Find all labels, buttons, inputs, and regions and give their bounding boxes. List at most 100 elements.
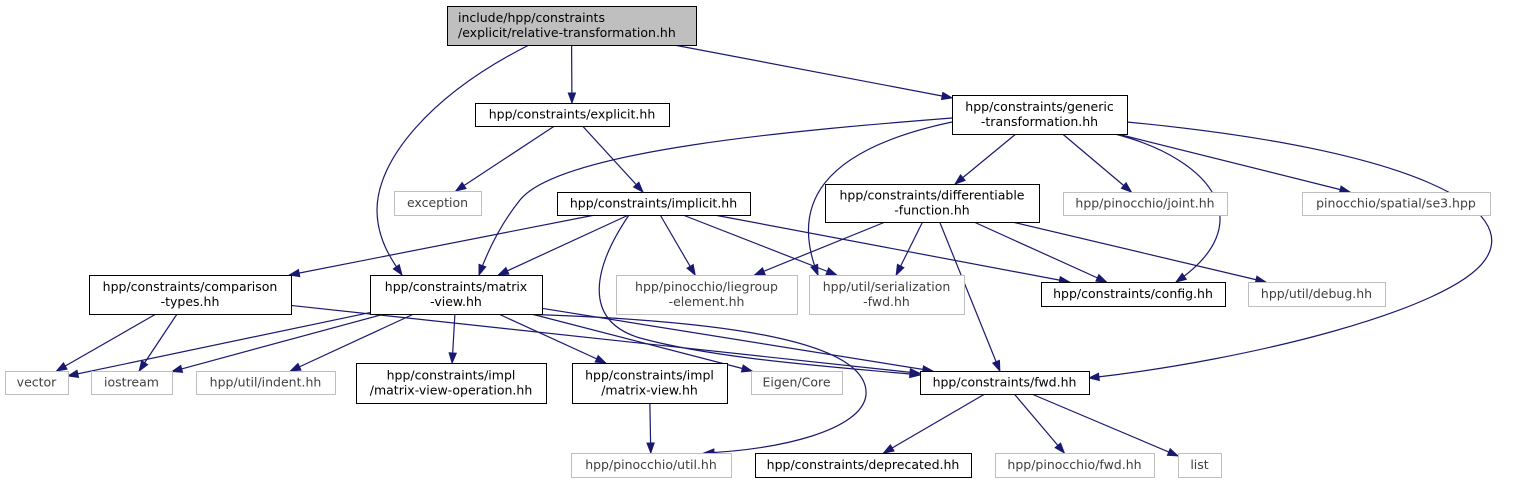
edge-fwd-to-pinfwd <box>1013 393 1066 455</box>
node-liegroup-label-0: hpp/pinocchio/liegroup <box>635 279 778 294</box>
edge-root-to-generic-arrowhead <box>940 91 954 101</box>
edge-implicit-to-comparison-line <box>289 214 596 276</box>
edge-matrixview-to-eigen <box>531 313 754 373</box>
edge-comparison-to-vector <box>55 313 157 372</box>
node-mvop-label-1: /matrix-view-operation.hh <box>370 383 533 398</box>
node-explicit[interactable]: hpp/constraints/explicit.hh <box>475 103 670 127</box>
edge-comparison-to-fwd <box>290 304 922 377</box>
edge-matrixview-to-mvop <box>448 313 458 365</box>
edge-implmv-to-pinutil-arrowhead <box>646 442 655 455</box>
edge-generic-to-diff <box>953 133 1017 185</box>
node-matrixview[interactable]: hpp/constraints/matrix-view.hh <box>370 275 543 315</box>
node-implmv-label-0: hpp/constraints/impl <box>585 368 714 383</box>
node-implmv[interactable]: hpp/constraints/impl/matrix-view.hh <box>572 363 728 404</box>
edge-generic-to-pinjoint <box>1062 133 1133 193</box>
node-eigen[interactable]: Eigen/Core <box>751 371 843 395</box>
edge-generic-to-matrixview <box>478 117 953 277</box>
edge-diff-to-fwd-arrowhead <box>991 359 1001 373</box>
node-root-box <box>447 6 697 46</box>
edge-comparison-to-vector-line <box>56 313 157 372</box>
edge-matrixview-to-implmv-line <box>498 313 607 364</box>
node-deprecated-box <box>755 453 972 478</box>
node-indent[interactable]: hpp/util/indent.hh <box>196 371 336 395</box>
edge-matrixview-to-vector-arrowhead <box>66 369 80 378</box>
edge-matrixview-to-indent-line <box>290 313 415 372</box>
edge-matrixview-to-iostream <box>170 313 385 373</box>
node-comparison[interactable]: hpp/constraints/comparison-types.hh <box>89 275 292 315</box>
edge-comparison-to-fwd-arrowhead <box>909 367 922 377</box>
node-liegroup[interactable]: hpp/pinocchio/liegroup-element.hh <box>616 275 798 315</box>
node-root-label-0: include/hpp/constraints <box>458 10 605 25</box>
node-mvop[interactable]: hpp/constraints/impl/matrix-view-operati… <box>356 363 547 404</box>
node-mvop-box <box>356 363 547 404</box>
edge-diff-to-config <box>973 221 1108 283</box>
node-debug[interactable]: hpp/util/debug.hh <box>1248 282 1386 307</box>
node-matrixview-label-0: hpp/constraints/matrix <box>385 279 527 294</box>
node-fwd-box <box>920 371 1090 395</box>
node-pinutil-box <box>571 453 732 478</box>
edge-generic-to-se3 <box>1117 133 1352 194</box>
edge-fwd-to-pinfwd-arrowhead <box>1054 442 1066 455</box>
edge-comparison-to-iostream <box>138 313 178 373</box>
edge-fwd-to-deprecated-arrowhead <box>882 443 895 454</box>
node-implmv-label-1: /matrix-view.hh <box>601 383 698 398</box>
node-deprecated-label-0: hpp/constraints/deprecated.hh <box>767 457 960 472</box>
node-indent-label-0: hpp/util/indent.hh <box>210 375 322 390</box>
node-comparison-box <box>89 275 292 315</box>
node-generic-label-1: -transformation.hh <box>981 114 1098 129</box>
edge-layer <box>55 44 1493 457</box>
edge-matrixview-to-eigen-arrowhead <box>740 364 754 373</box>
node-root-label-1: /explicit/relative-transformation.hh <box>458 25 676 40</box>
edge-fwd-to-deprecated-line <box>883 393 986 454</box>
edge-explicit-to-implicit-line <box>582 125 644 193</box>
edge-matrixview-to-indent <box>289 313 415 372</box>
node-se3[interactable]: pinocchio/spatial/se3.hpp <box>1302 192 1491 216</box>
node-generic[interactable]: hpp/constraints/generic-transformation.h… <box>952 95 1128 135</box>
edge-root-to-matrixview-line <box>376 44 530 276</box>
node-se3-box <box>1302 192 1491 216</box>
edge-generic-to-fwd-line <box>1088 121 1493 379</box>
edge-matrixview-to-eigen-line <box>531 313 753 372</box>
node-vector[interactable]: vector <box>5 371 69 395</box>
node-implmv-box <box>572 363 728 404</box>
edge-diff-to-liegroup-line <box>754 221 886 276</box>
edge-comparison-to-iostream-line <box>138 313 178 372</box>
node-vector-label-0: vector <box>17 375 58 390</box>
node-diff-box <box>825 184 1040 223</box>
node-pinfwd-box <box>995 453 1155 478</box>
node-fwd[interactable]: hpp/constraints/fwd.hh <box>920 371 1090 395</box>
edge-generic-to-diff-line <box>954 133 1017 185</box>
node-pinjoint-box <box>1063 192 1228 216</box>
edge-root-to-explicit-arrowhead <box>567 92 577 105</box>
node-vector-box <box>5 371 69 395</box>
edge-matrixview-to-implmv-arrowhead <box>594 354 608 364</box>
edge-generic-to-pinjoint-line <box>1062 133 1132 193</box>
edge-explicit-to-implicit <box>582 125 644 194</box>
edge-implicit-to-liegroup <box>659 214 696 277</box>
node-deprecated[interactable]: hpp/constraints/deprecated.hh <box>755 453 972 478</box>
node-diff[interactable]: hpp/constraints/differentiable-function.… <box>825 184 1040 223</box>
node-pinjoint[interactable]: hpp/pinocchio/joint.hh <box>1063 192 1228 216</box>
node-generic-box <box>952 95 1128 135</box>
edge-implicit-to-config-line <box>714 214 1070 283</box>
node-exception[interactable]: exception <box>394 191 482 216</box>
node-iostream-label-0: iostream <box>104 375 159 390</box>
node-pinutil[interactable]: hpp/pinocchio/util.hh <box>571 453 732 478</box>
edge-root-to-generic <box>673 44 954 101</box>
edge-generic-to-matrixview-arrowhead <box>478 263 487 277</box>
edge-fwd-to-list <box>1031 393 1180 457</box>
node-pinfwd[interactable]: hpp/pinocchio/fwd.hh <box>995 453 1155 478</box>
node-iostream[interactable]: iostream <box>91 371 173 395</box>
node-serial[interactable]: hpp/util/serialization-fwd.hh <box>809 275 965 315</box>
edge-implicit-to-config <box>714 214 1071 285</box>
edge-implicit-to-comparison-arrowhead <box>287 268 301 278</box>
edge-implicit-to-liegroup-line <box>659 214 696 276</box>
node-serial-label-0: hpp/util/serialization <box>823 279 951 294</box>
edge-comparison-to-iostream-arrowhead <box>138 359 149 373</box>
node-implicit[interactable]: hpp/constraints/implicit.hh <box>557 192 751 216</box>
node-debug-box <box>1248 282 1386 307</box>
node-config[interactable]: hpp/constraints/config.hh <box>1041 282 1226 307</box>
edge-matrixview-to-iostream-line <box>171 313 385 373</box>
edge-matrixview-to-pinutil-line <box>519 313 867 454</box>
node-list[interactable]: list <box>1178 453 1222 478</box>
